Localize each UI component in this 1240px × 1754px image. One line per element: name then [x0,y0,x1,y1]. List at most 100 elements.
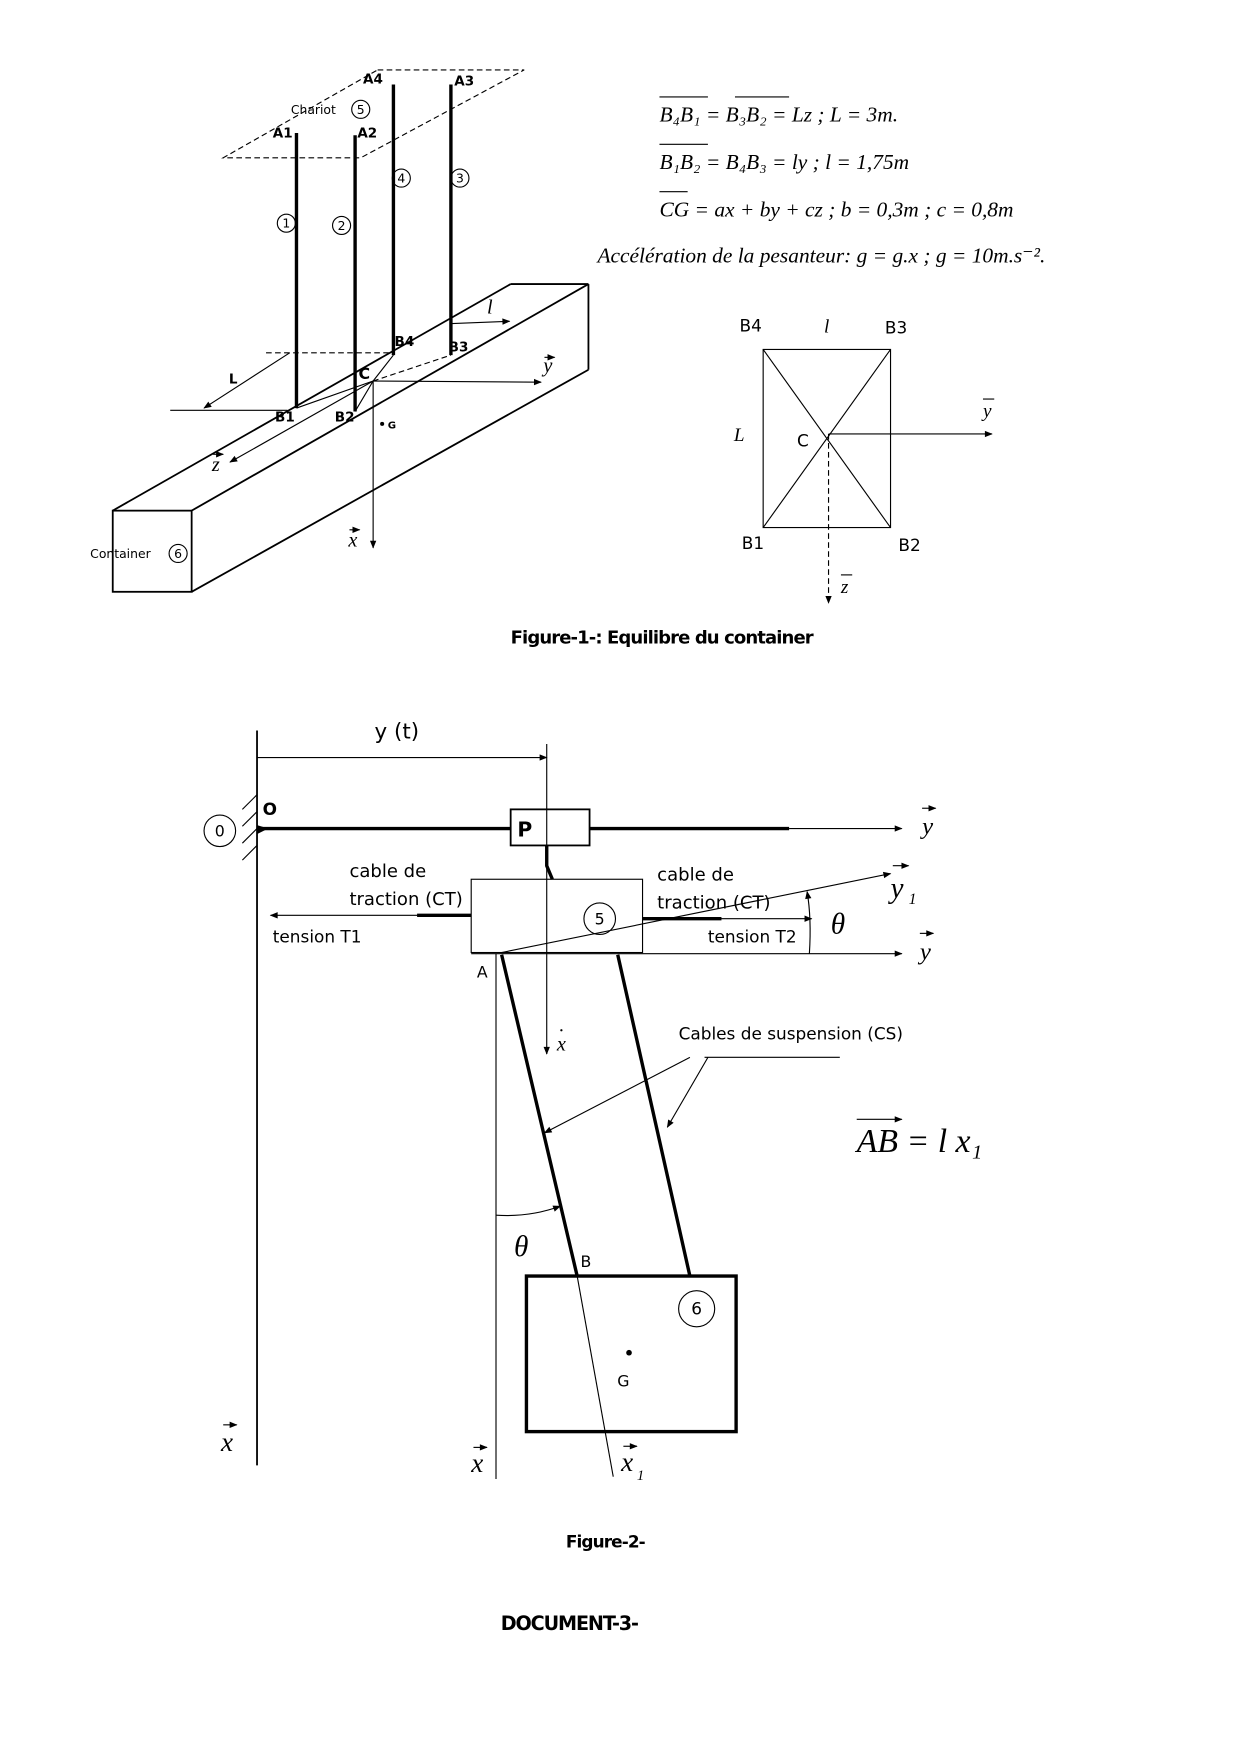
plan-label-B1: B1 [742,533,764,553]
equation-2: B₁B₂ = B₄B₃ = ly ; l = 1,75m [659,150,909,174]
label-A4: A4 [363,71,383,87]
label-A1: A1 [273,126,293,142]
label-B4: B4 [395,334,415,350]
cable2-number: 2 [338,218,346,233]
container-box [111,283,590,593]
y-axis-arrow [373,378,542,386]
label-z: z [211,454,220,476]
figure-1-caption: Figure-1-: Equilibre du container [511,628,814,649]
label-A: A [477,962,488,981]
cable2-circle [331,215,352,236]
plan-label-B3: B3 [885,318,907,338]
label-x1: x [620,1447,633,1477]
plan-view-diagram: B4 B3 B1 B2 C l L y z [733,315,995,604]
theta-arc-top [805,890,812,954]
label-yt: y (t) [375,719,420,744]
label-tension-T2: tension T2 [708,926,797,946]
wall-hatch [241,794,258,861]
figure-1-perspective: A4 A3 A1 A2 Chariot 5 4 3 1 2 B1 B2 B4 B… [90,69,590,593]
ground-number-circle [203,814,237,848]
suspension-leader-left [543,1056,691,1134]
cable-left-line2: traction (CT) [349,889,462,910]
trolley-number-circle [583,902,617,936]
vector-arrows-fig1 [213,354,556,533]
y1-axis-arrow [501,871,892,954]
point-G [380,421,385,426]
equation-3: CG = ax + by + cz ; b = 0,3m ; c = 0,8m [659,197,1013,221]
label-P: P [517,817,532,841]
container-number-circle [168,543,188,564]
label-x-mid: x [470,1448,483,1478]
container-number-circle-fig2 [678,1290,716,1328]
label-G: G [388,420,396,431]
ab-equation: AB = l x₁ [855,1123,983,1160]
plan-label-l: l [824,317,829,338]
L-dimension-arrow [203,352,291,409]
label-A2: A2 [357,126,377,142]
label-x: x [347,530,357,552]
label-C: C [358,364,370,383]
label-L: L [229,371,238,387]
cable-right-line1: cable de [657,864,734,885]
cable4-number: 4 [397,171,405,186]
plan-label-B4: B4 [739,315,761,335]
label-theta-bottom: θ [514,1231,528,1263]
label-y-top: y [919,813,934,840]
suspension-leader-right [666,1057,709,1128]
plan-label-y: y [981,401,992,422]
label-chariot: Chariot [291,102,336,117]
cable1-number: 1 [282,216,290,231]
l-dimension-arrow [452,318,511,325]
chariot-number: 5 [357,102,365,117]
document-label: DOCUMENT-3- [501,1612,638,1635]
pivot-P-box [509,808,591,847]
label-suspension: Cables de suspension (CS) [679,1023,903,1043]
label-y1: y [888,872,905,904]
label-tension-T1: tension T1 [273,926,362,946]
plan-label-B2: B2 [898,535,920,555]
pivot-stem [545,845,554,880]
label-B2: B2 [335,410,355,426]
label-B1: B1 [275,410,295,426]
z-axis-arrow [229,380,374,463]
cable3-number: 3 [456,171,464,186]
cable-right-line2: traction (CT) [657,893,770,914]
equation-1: B₄B₁ = B₃B₂ = Lz ; L = 3m. [659,103,898,127]
container-number-fig2: 6 [691,1298,702,1318]
x1-axis [576,1275,614,1477]
ground-number: 0 [215,821,225,840]
figure-2-caption: Figure-2- [566,1532,646,1552]
label-theta-top: θ [831,908,845,940]
cable-left-line1: cable de [349,861,426,882]
container-box-fig2 [524,1274,738,1434]
label-x-left: x [220,1427,233,1457]
label-y: y [541,355,553,377]
equation-4: Accélération de la pesanteur: g = g.x ; … [595,244,1045,268]
label-y-bottom: y [917,938,932,965]
container-number: 6 [174,546,182,561]
cable4-circle [391,168,411,188]
label-G-fig2: G [617,1372,629,1391]
point-G-fig2 [626,1349,632,1356]
label-container: Container [90,546,151,561]
figure-2-diagram: 0 O y (t) x y P 5 cable de traction (CT)… [203,719,983,1484]
label-y1-sub: 1 [909,891,917,908]
theta-arc-bottom [495,1205,561,1217]
label-x-trolley: x [556,1034,566,1056]
cable3-circle [450,168,470,188]
label-O: O [263,799,277,819]
label-B: B [581,1252,592,1271]
label-B3: B3 [449,340,469,356]
suspension-cable-left [499,954,579,1277]
cable1-circle [276,213,296,233]
suspension-cable-right [616,954,692,1277]
plan-label-z: z [840,577,849,598]
chariot-number-circle [351,99,371,119]
label-x1-sub: 1 [637,1468,644,1484]
plan-label-C: C [797,430,809,450]
trolley-number: 5 [595,909,605,928]
attachment-lines [296,354,452,412]
label-A3: A3 [454,74,474,90]
label-l: l [487,296,493,318]
